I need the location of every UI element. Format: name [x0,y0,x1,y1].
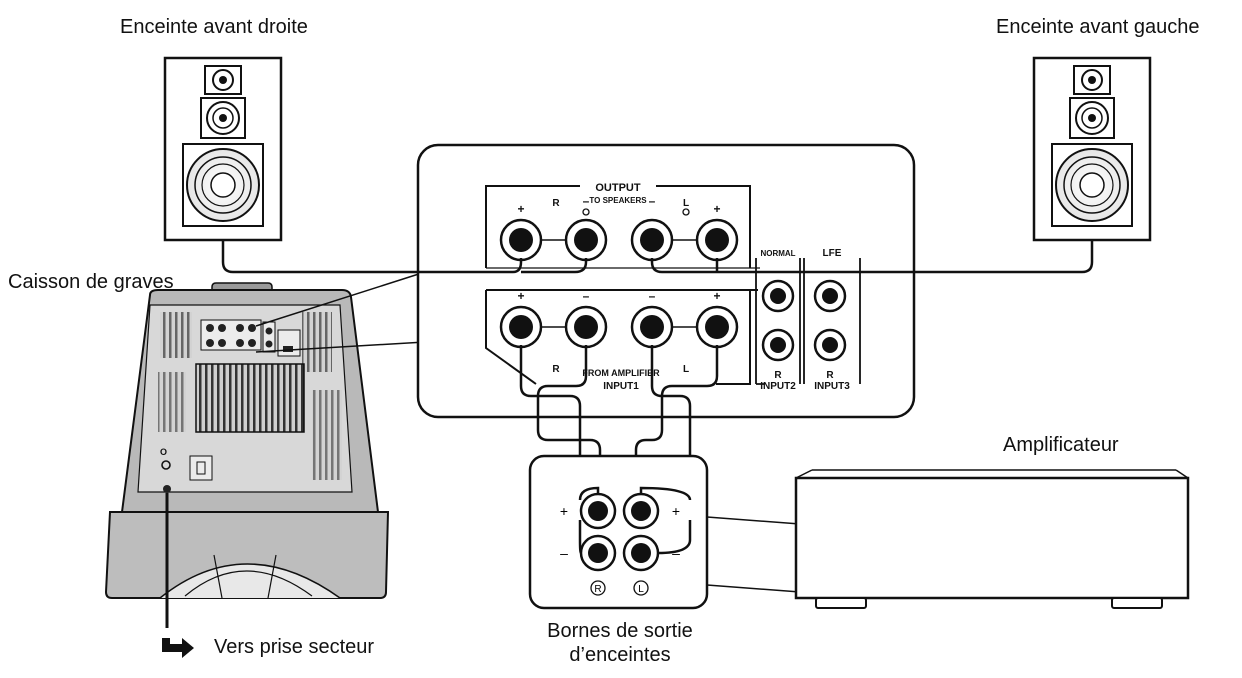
output-r-plus-sign: + [517,202,524,216]
front-left-speaker-label: Enceinte avant gauche [996,16,1200,38]
input1-r-mark: R [552,364,560,375]
input2-label: INPUT2 [760,381,796,392]
output-label: OUTPUT [595,182,641,194]
input1-l-plus-sign: + [713,289,720,303]
amplifier-box-icon [794,469,1190,609]
from-amplifier-label: FROM AMPLIFIER [582,368,660,378]
speaker-output-terminals-label-line2: d’enceintes [569,644,671,666]
front-left-speaker [1032,56,1152,242]
amp-l-plus-sign: + [672,503,680,519]
input1-r-plus-sign: + [517,289,524,303]
output-r-minus-sign: – [583,194,590,208]
amp-r-minus-sign: – [560,545,568,561]
output-binding-posts [499,208,739,262]
output-l-mark: L [683,198,689,209]
input3-r-mark: R [826,370,834,381]
input2-r-mark: R [774,370,782,381]
subwoofer-label: Caisson de graves [8,271,174,293]
rca-input-jacks [761,279,847,362]
to-speakers-label: TO SPEAKERS [589,196,647,205]
input3-label: INPUT3 [814,381,850,392]
amplifier-label: Amplificateur [1003,434,1119,456]
output-l-plus-sign: + [713,202,720,216]
input1-r-minus-sign: – [583,289,590,303]
amplifier-terminal-posts [579,492,660,572]
amp-r-mark: R [594,584,601,595]
speaker-output-terminals-label-line1: Bornes de sortie [547,620,693,642]
amp-l-minus-sign: – [672,545,680,561]
output-l-minus-sign: – [649,194,656,208]
input1-binding-posts [499,305,739,349]
front-speaker-cables [221,240,1094,274]
input1-l-mark: L [683,364,689,375]
arrow-right-icon [162,638,194,658]
input1-l-minus-sign: – [649,289,656,303]
amp-r-plus-sign: + [560,503,568,519]
output-r-mark: R [552,198,560,209]
amp-l-mark: L [638,584,644,595]
front-right-speaker [163,56,283,242]
input1-label: INPUT1 [603,381,639,392]
svg-text:O: O [160,447,167,457]
subwoofer-unit: O [104,282,390,599]
lfe-label: LFE [823,248,842,259]
front-right-speaker-label: Enceinte avant droite [120,16,308,38]
mains-outlet-label: Vers prise secteur [214,636,375,658]
normal-label: NORMAL [760,249,795,258]
speaker-output-terminals-zoom [528,454,709,610]
